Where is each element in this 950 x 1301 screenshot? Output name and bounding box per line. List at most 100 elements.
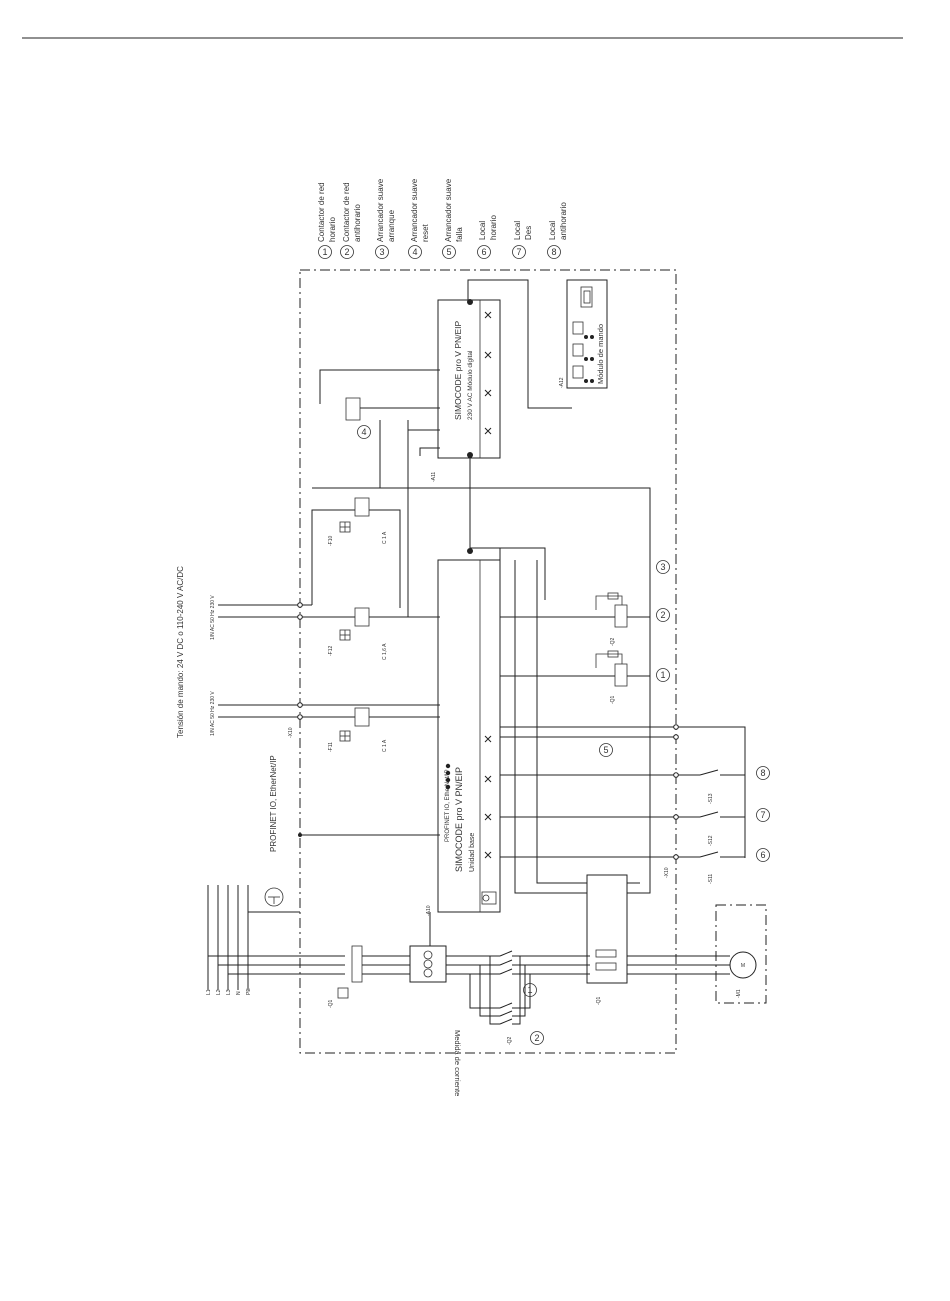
- svg-text:1: 1: [322, 247, 327, 257]
- callout-2: [656, 608, 670, 622]
- svg-text:-Q1: -Q1: [610, 695, 616, 704]
- svg-text:antihorario: antihorario: [353, 204, 362, 242]
- callout-3: [656, 560, 670, 574]
- digital-module: SIMOCODE pro V PN/EIP 230 V AC Módulo di…: [431, 299, 501, 482]
- legend-1: 1 Contactor de red horario: [317, 182, 337, 259]
- svg-text:falla: falla: [455, 227, 464, 242]
- svg-text:2: 2: [534, 1033, 539, 1043]
- network-label: PROFINET IO, EtherNet/IP: [269, 755, 278, 852]
- svg-text:3: 3: [660, 562, 665, 572]
- phase-n: N: [236, 991, 242, 995]
- svg-text:M: M: [741, 963, 745, 969]
- legend-6: 6 Local horario: [477, 215, 498, 259]
- callout-5: [599, 743, 613, 757]
- svg-text:-X10: -X10: [664, 867, 670, 878]
- svg-text:-F10: -F10: [328, 536, 334, 547]
- svg-text:-S13: -S13: [708, 793, 714, 804]
- svg-text:C 1,6 A: C 1,6 A: [382, 643, 388, 660]
- svg-text:1: 1: [527, 985, 532, 995]
- phase-l3: L3: [226, 989, 232, 995]
- svg-text:-Q1: -Q1: [328, 999, 334, 1008]
- svg-text:3: 3: [379, 247, 384, 257]
- legend-5: 5 Arrancador suave falla: [442, 178, 464, 259]
- svg-text:2: 2: [344, 247, 349, 257]
- svg-text:Contactor de red: Contactor de red: [342, 182, 351, 242]
- svg-text:230 V AC Módulo digital: 230 V AC Módulo digital: [467, 350, 474, 420]
- motor-icon: [729, 951, 757, 979]
- phase-l1: L1: [206, 989, 212, 995]
- svg-text:arranque: arranque: [387, 209, 396, 242]
- legend-7: 7 Local Des: [512, 221, 533, 259]
- motor-enclosure: [715, 904, 767, 1004]
- svg-text:4: 4: [361, 427, 366, 437]
- svg-text:8: 8: [760, 768, 765, 778]
- svg-text:-F11: -F11: [328, 742, 334, 752]
- svg-text:-A11: -A11: [431, 472, 437, 482]
- basic-unit: SIMOCODE pro V PN/EIP Unidad base PROFIN…: [426, 548, 501, 916]
- svg-text:-Q2: -Q2: [610, 637, 616, 646]
- reversing-contactors: [469, 950, 590, 1025]
- svg-text:-S11: -S11: [708, 874, 714, 884]
- svg-text:7: 7: [516, 247, 521, 257]
- svg-text:Des: Des: [524, 226, 533, 240]
- svg-text:-F12: -F12: [328, 646, 334, 657]
- svg-text:Arrancador suave: Arrancador suave: [376, 178, 385, 242]
- callout-8: [756, 766, 770, 780]
- svg-text:antihorario: antihorario: [559, 202, 568, 240]
- callout-1-power: [523, 983, 537, 997]
- svg-text:5: 5: [603, 745, 608, 755]
- svg-text:SIMOCODE pro V PN/EIP: SIMOCODE pro V PN/EIP: [453, 320, 463, 420]
- terminal-ref-left: -X10: [288, 727, 294, 738]
- ground-icon: [264, 887, 284, 907]
- svg-text:-A10: -A10: [426, 905, 432, 916]
- svg-text:6: 6: [760, 850, 765, 860]
- phase-pe: PE: [246, 988, 252, 995]
- callout-7: [756, 808, 770, 822]
- coil-q2: [614, 604, 628, 628]
- cabinet-boundary: [299, 269, 677, 1054]
- legend-2: 2 Contactor de red antihorario: [340, 182, 362, 259]
- current-label: Medida de corriente: [453, 1030, 462, 1096]
- legend-3: 3 Arrancador suave arranque: [375, 178, 396, 259]
- svg-text:PROFINET IO, EtherNet/IP: PROFINET IO, EtherNet/IP: [445, 769, 451, 842]
- svg-text:horario: horario: [328, 217, 337, 242]
- svg-text:reset: reset: [421, 223, 430, 242]
- legend-4: 4 Arrancador suave reset: [408, 178, 430, 259]
- svg-text:-S12: -S12: [708, 835, 714, 846]
- svg-text:Unidad base: Unidad base: [469, 833, 476, 872]
- supply-mark-2: 1/N AC 50 Hz 230 V: [210, 691, 216, 736]
- callout-4: [357, 425, 371, 439]
- svg-text:Arrancador suave: Arrancador suave: [444, 178, 453, 242]
- control-panel: Módulo de mando -A12: [559, 279, 608, 389]
- svg-text:C 1 A: C 1 A: [382, 531, 388, 544]
- svg-text:6: 6: [481, 247, 486, 257]
- svg-text:-Q1: -Q1: [596, 996, 602, 1005]
- svg-text:Contactor de red: Contactor de red: [317, 182, 326, 242]
- svg-text:Local: Local: [513, 221, 522, 240]
- svg-text:SIMOCODE pro V PN/EIP: SIMOCODE pro V PN/EIP: [454, 767, 464, 872]
- svg-text:2: 2: [660, 610, 665, 620]
- main-breaker: [351, 945, 363, 983]
- fuse-f12: -F12 C 1,6 A: [328, 607, 388, 660]
- svg-text:-M1: -M1: [736, 989, 742, 998]
- svg-text:-A12: -A12: [559, 377, 565, 388]
- legend-8: 8 Local antihorario: [547, 202, 568, 259]
- callout-2-power: [530, 1031, 544, 1045]
- callout-1: [656, 668, 670, 682]
- soft-starter: [586, 874, 628, 984]
- phase-l2: L2: [216, 989, 222, 995]
- svg-text:Módulo de mando: Módulo de mando: [596, 324, 605, 384]
- svg-text:4: 4: [412, 247, 417, 257]
- svg-text:Local: Local: [478, 221, 487, 240]
- supply-mark-1: 1/N AC 50 Hz 230 V: [210, 595, 216, 640]
- svg-text:7: 7: [760, 810, 765, 820]
- coil-q1: [614, 663, 628, 687]
- svg-text:horario: horario: [489, 215, 498, 240]
- current-sensor: [409, 945, 447, 983]
- svg-text:C 1 A: C 1 A: [382, 739, 388, 752]
- supply-label: Tensión de mando: 24 V DC o 110-240 V AC…: [176, 566, 185, 738]
- fuse-f11: -F11 C 1 A: [328, 707, 388, 752]
- callout-6: [756, 848, 770, 862]
- svg-text:Local: Local: [548, 221, 557, 240]
